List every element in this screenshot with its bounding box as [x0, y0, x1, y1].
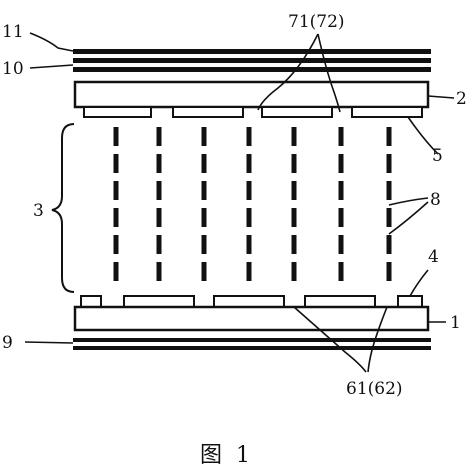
- lc-molecule-dash: [113, 154, 119, 173]
- lower-electrode: [304, 295, 376, 308]
- label-71-72: 71(72): [288, 12, 345, 32]
- lc-molecule-dash: [291, 154, 297, 173]
- layer-9-polarizer: [73, 338, 431, 342]
- lc-molecule-dash: [201, 235, 207, 254]
- lc-molecule-dash: [291, 181, 297, 200]
- lower-electrode: [123, 295, 195, 308]
- leader-71-right: [317, 33, 341, 113]
- lc-molecule-dash: [338, 262, 344, 281]
- label-2: 2: [456, 89, 467, 109]
- leader-61-left: [293, 306, 367, 373]
- lc-molecule-dash: [246, 208, 252, 227]
- lc-molecule-dash: [113, 208, 119, 227]
- upper-substrate-2: [73, 80, 430, 109]
- lc-molecule-dash: [386, 127, 392, 146]
- lc-molecule-dash: [156, 262, 162, 281]
- lc-molecule-dash: [338, 127, 344, 146]
- leader-9: [24, 341, 74, 344]
- layer-10-polarizer-lower: [73, 67, 431, 72]
- upper-electrode: [351, 106, 423, 118]
- lc-molecule-dash: [338, 181, 344, 200]
- label-11: 11: [2, 22, 24, 42]
- lc-molecule-dash: [338, 235, 344, 254]
- leader-61-right: [367, 306, 388, 373]
- upper-electrode: [172, 106, 244, 118]
- leader-10: [29, 64, 74, 69]
- upper-electrodes: [83, 106, 423, 118]
- lc-molecule-dash: [201, 181, 207, 200]
- leader-4: [409, 269, 429, 297]
- lc-molecule-dash: [113, 181, 119, 200]
- lc-molecule-dash: [156, 235, 162, 254]
- lc-molecule-dash: [201, 154, 207, 173]
- lower-electrodes: [80, 295, 423, 308]
- lc-molecule-dash: [386, 235, 392, 254]
- leader-2: [427, 95, 455, 99]
- layer-11-film: [73, 49, 431, 54]
- lc-molecule-dash: [201, 262, 207, 281]
- leader-8-lower: [388, 201, 429, 235]
- lc-molecule-dash: [156, 127, 162, 146]
- label-9: 9: [2, 333, 13, 353]
- lc-molecule-dash: [113, 262, 119, 281]
- label-10: 10: [2, 59, 24, 79]
- lc-molecule-dash: [386, 208, 392, 227]
- lc-molecule-dash: [246, 262, 252, 281]
- lc-molecule-dash: [201, 208, 207, 227]
- figure-caption: 图 1: [200, 443, 250, 468]
- lc-molecule-dash: [201, 127, 207, 146]
- lc-molecule-dash: [246, 127, 252, 146]
- label-5: 5: [432, 146, 443, 166]
- upper-electrode: [83, 106, 152, 118]
- upper-electrode: [261, 106, 333, 118]
- lc-molecule-dash: [113, 235, 119, 254]
- leader-11: [29, 32, 74, 52]
- lc-molecule-dash: [291, 127, 297, 146]
- leader-lines: [24, 32, 455, 373]
- leader-71-left: [257, 33, 319, 111]
- lc-molecule-dash: [156, 154, 162, 173]
- lc-molecule-dash: [156, 208, 162, 227]
- lc-molecule-dash: [386, 262, 392, 281]
- label-61-62: 61(62): [346, 379, 403, 399]
- lc-molecule-dash: [386, 181, 392, 200]
- lc-molecule-dash: [338, 154, 344, 173]
- layer-10-polarizer: [73, 58, 431, 63]
- label-8: 8: [430, 190, 441, 210]
- lower-substrate-1: [73, 305, 430, 332]
- label-1: 1: [450, 313, 461, 333]
- label-4: 4: [428, 247, 439, 267]
- lc-molecule-dash: [113, 127, 119, 146]
- leader-8-upper: [388, 197, 429, 206]
- lc-molecule-dash: [386, 154, 392, 173]
- brace-3: [51, 123, 75, 293]
- lc-molecule-dash: [246, 154, 252, 173]
- lc-molecule-dash: [338, 208, 344, 227]
- lc-molecule-dash: [156, 181, 162, 200]
- label-3: 3: [33, 201, 44, 221]
- layer-9-polarizer-lower: [73, 346, 431, 350]
- lower-electrode-edge: [80, 295, 102, 308]
- lower-electrode: [213, 295, 285, 308]
- spacer-4: [397, 295, 423, 308]
- lc-molecule-dash: [246, 181, 252, 200]
- lc-molecule-dash: [246, 235, 252, 254]
- lc-molecule-dash: [291, 208, 297, 227]
- lc-molecule-dash: [291, 262, 297, 281]
- lc-molecule-dash: [291, 235, 297, 254]
- liquid-crystal-columns: [113, 127, 392, 281]
- leader-5: [407, 116, 439, 155]
